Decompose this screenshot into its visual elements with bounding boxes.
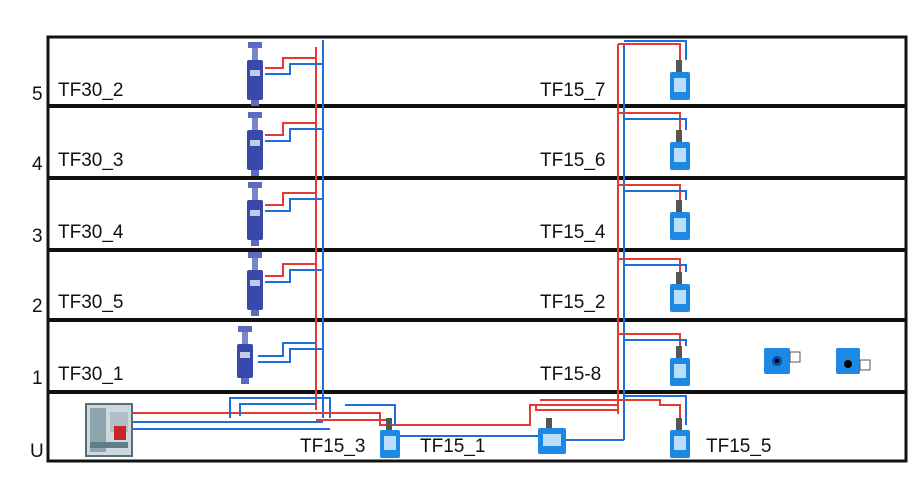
wall-heater-icon bbox=[670, 418, 690, 458]
tf15-label-floor-4: TF15_6 bbox=[540, 150, 605, 171]
vertical-boiler-icon bbox=[237, 326, 253, 384]
circulation-pump-icon bbox=[836, 348, 871, 374]
pumps bbox=[764, 348, 871, 374]
vertical-boiler-icon bbox=[247, 112, 263, 176]
tf30-label-floor-5: TF30_2 bbox=[58, 80, 123, 101]
tf15-label-basement-1: TF15_1 bbox=[420, 436, 485, 457]
tf15-label-floor-2: TF15_2 bbox=[540, 292, 605, 313]
tf15-label-basement-5: TF15_5 bbox=[706, 436, 771, 457]
tf30-label-floor-1: TF30_1 bbox=[58, 364, 123, 385]
tf15-label-floor-3: TF15_4 bbox=[540, 222, 606, 243]
wall-heater-icon bbox=[380, 418, 400, 458]
tf15-label-floor-1: TF15-8 bbox=[540, 364, 601, 385]
floor-number-4: 4 bbox=[32, 154, 43, 175]
wall-heater-icon bbox=[670, 200, 690, 240]
tf30-labels: TF30_2 TF30_3 TF30_4 TF30_5 TF30_1 bbox=[58, 80, 124, 385]
building-frame bbox=[46, 35, 908, 463]
floor-numbers: 5 4 3 2 1 U bbox=[30, 84, 44, 462]
floor-number-2: 2 bbox=[32, 296, 43, 317]
wall-heater-icon bbox=[670, 346, 690, 386]
tf15-branches bbox=[618, 112, 687, 346]
tf30-label-floor-4: TF30_3 bbox=[58, 150, 123, 171]
vertical-boiler-icon bbox=[247, 182, 263, 246]
tf30-branches bbox=[258, 57, 323, 363]
central-heating-plant-icon bbox=[85, 403, 133, 457]
tf15-labels: TF15_7 TF15_6 TF15_4 TF15_2 TF15-8 TF15_… bbox=[300, 80, 771, 457]
floor-number-3: 3 bbox=[32, 226, 43, 247]
tf30-units bbox=[237, 42, 263, 384]
circulation-pump-icon bbox=[764, 348, 801, 374]
tf15-label-basement-3: TF15_3 bbox=[300, 436, 365, 457]
vertical-boiler-icon bbox=[247, 42, 263, 106]
basement-distribution bbox=[133, 395, 687, 441]
wall-heater-icon bbox=[670, 130, 690, 170]
main-risers bbox=[315, 40, 687, 440]
floor-number-1: 1 bbox=[32, 368, 43, 389]
vertical-boiler-icon bbox=[247, 252, 263, 316]
wall-heater-icon bbox=[538, 418, 566, 454]
tf15-label-floor-5: TF15_7 bbox=[540, 80, 605, 101]
tf30-label-floor-3: TF30_4 bbox=[58, 222, 124, 243]
tf15-units bbox=[380, 60, 690, 458]
floor-number-basement: U bbox=[30, 441, 44, 462]
wall-heater-icon bbox=[670, 60, 690, 100]
tf30-label-floor-2: TF30_5 bbox=[58, 292, 123, 313]
wall-heater-icon bbox=[670, 272, 690, 312]
floor-number-5: 5 bbox=[32, 84, 43, 105]
